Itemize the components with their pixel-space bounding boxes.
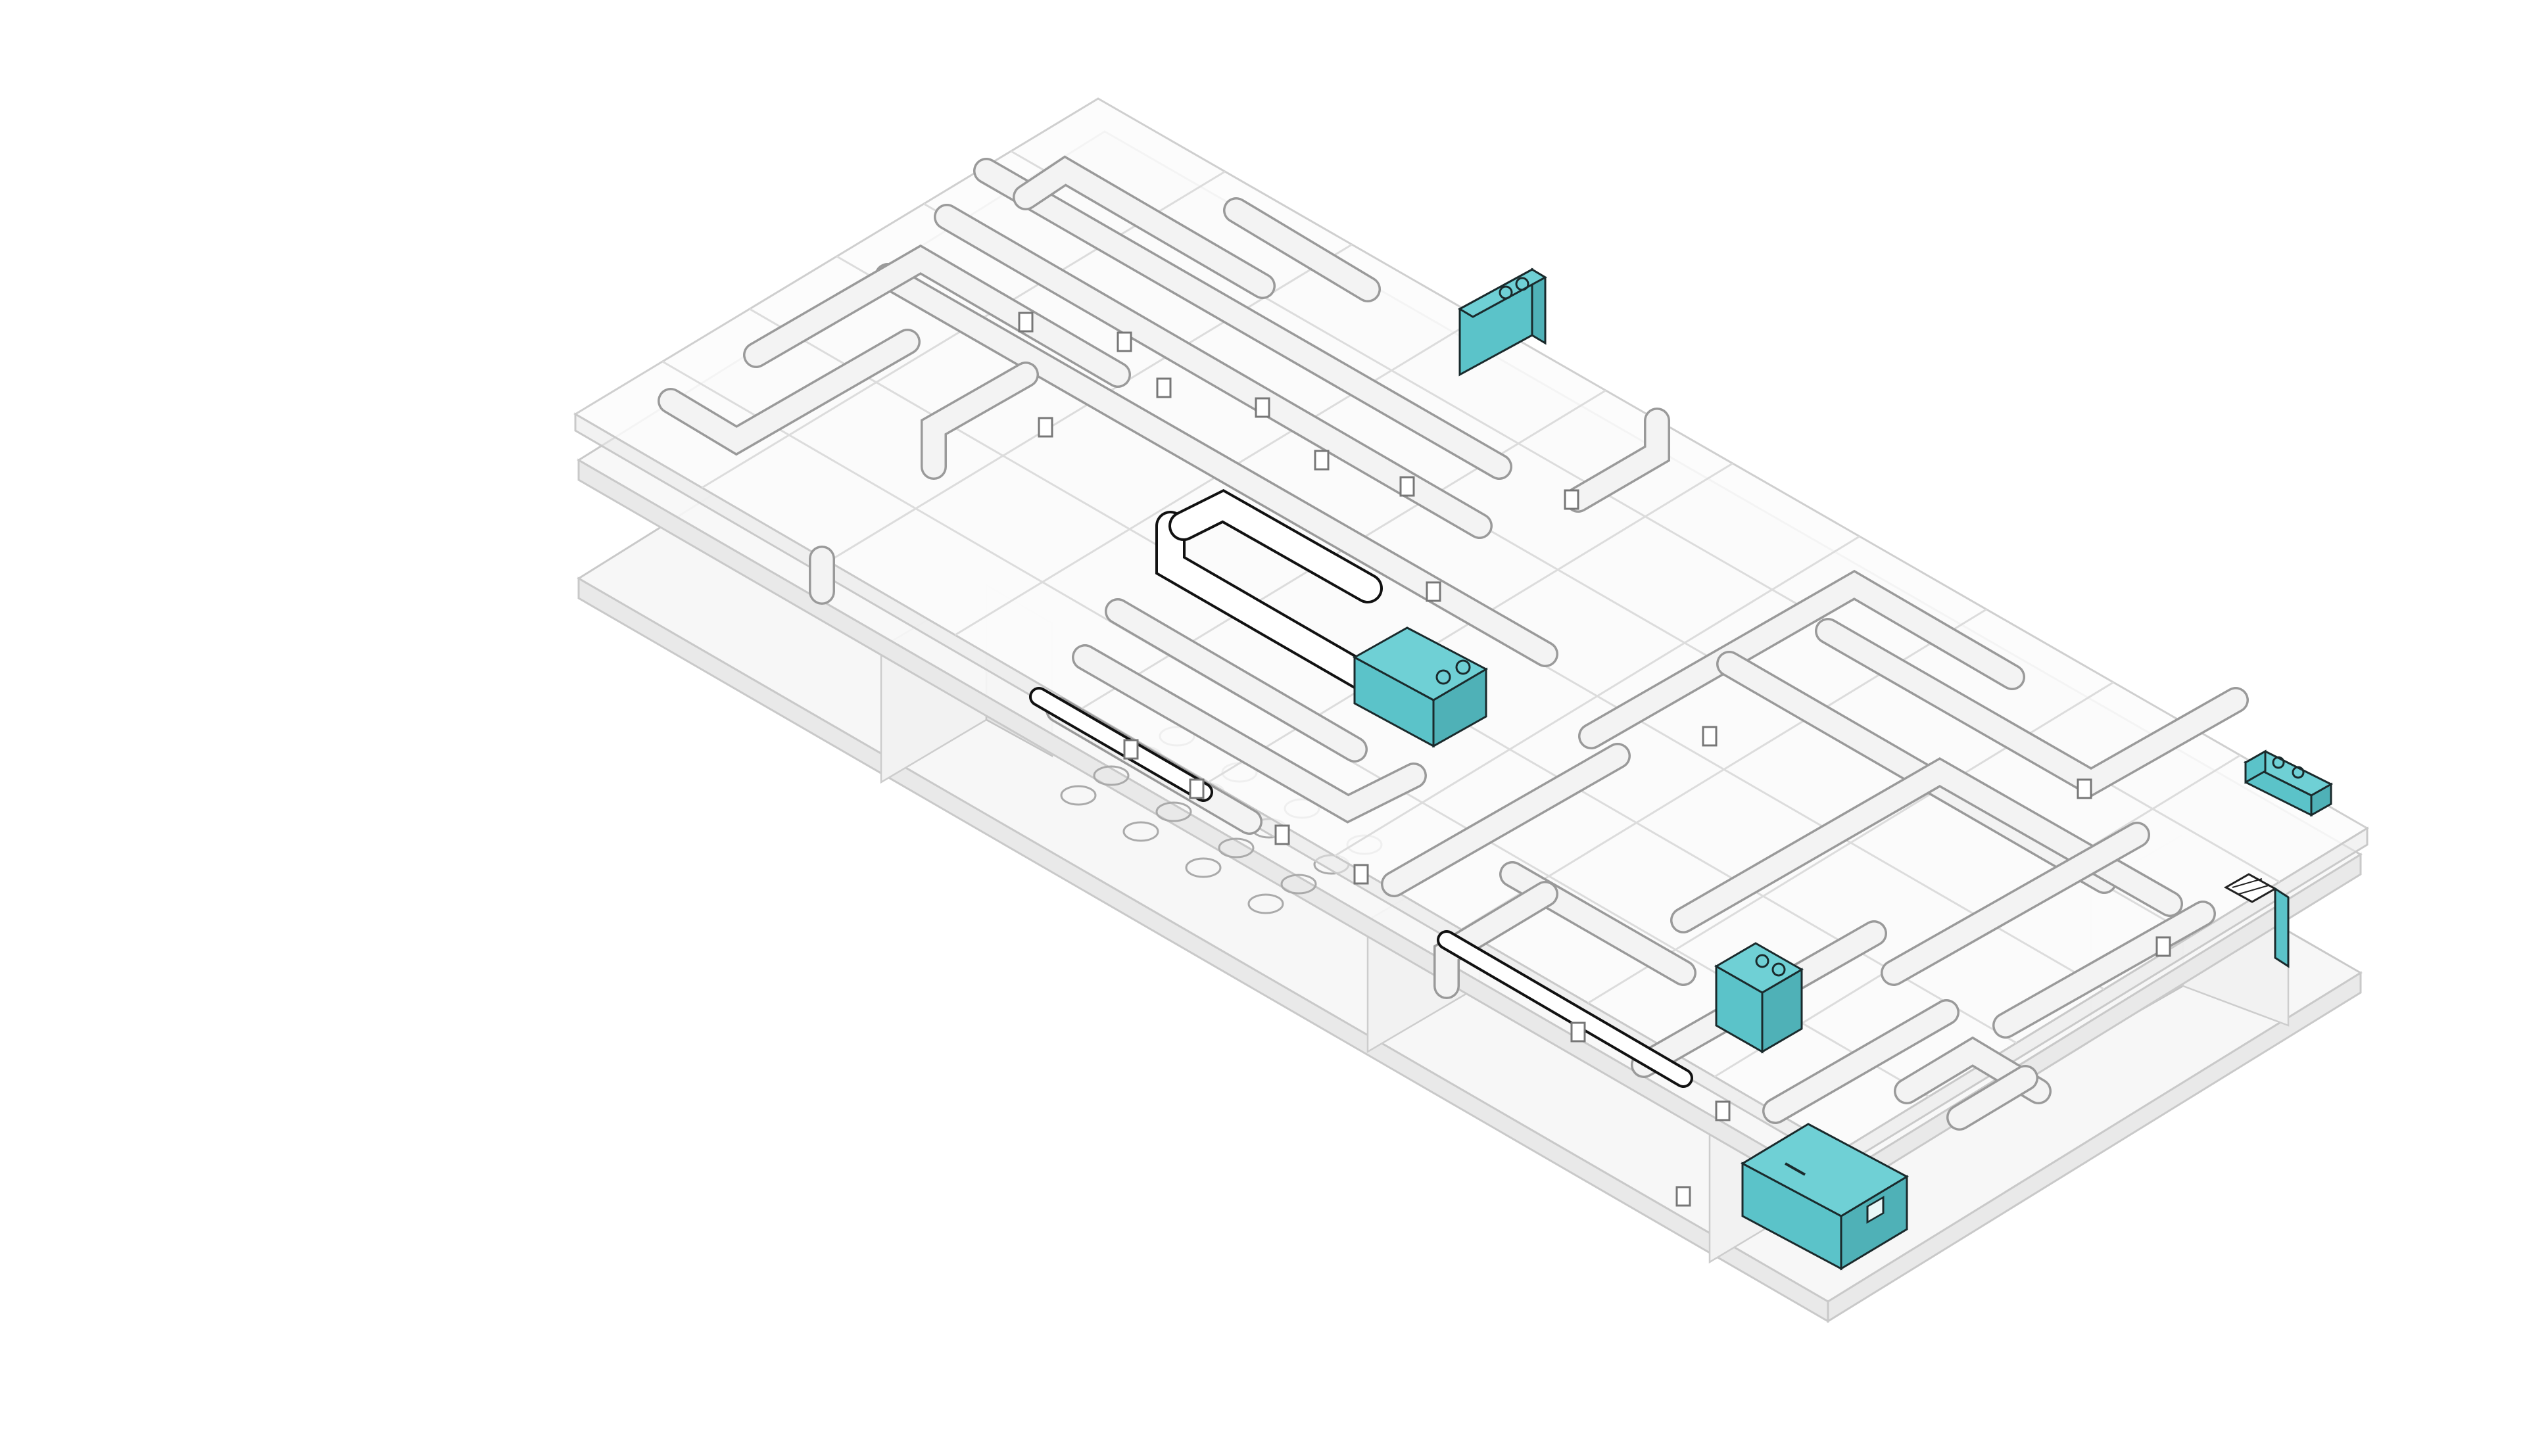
dining-table	[1280, 874, 1317, 895]
duct-hanger	[1038, 417, 1053, 438]
dining-table	[1093, 765, 1130, 786]
fan-pair-icon	[2272, 756, 2305, 779]
dining-table	[1122, 821, 1159, 842]
duct-run-fill	[1107, 600, 1366, 761]
air-handling-unit-center	[1352, 626, 1489, 748]
duct-run-fill	[1948, 1067, 2036, 1129]
fan-pair-icon	[1499, 277, 1529, 300]
dining-table	[1185, 857, 1222, 878]
duct-hanger	[1274, 824, 1290, 845]
duct-hanger	[2077, 778, 2092, 799]
duct-run-fill	[1435, 883, 1556, 997]
duct-supports	[1018, 312, 2171, 1207]
duct-run-fill	[1883, 824, 2148, 984]
duct-run-fill	[1994, 903, 2214, 1037]
duct-hanger	[1156, 377, 1172, 398]
dining-table	[1155, 801, 1192, 822]
duct-run-fill	[660, 331, 919, 454]
duct-hanger	[1570, 1022, 1586, 1043]
ground-level-unit	[1740, 1123, 1910, 1271]
duct-run-fill	[1764, 1001, 1958, 1122]
duct-hanger	[1426, 581, 1441, 602]
duct-run-fill	[1015, 158, 1274, 297]
duct-hanger	[1715, 1100, 1731, 1121]
fan-pair-icon	[1755, 954, 1786, 977]
air-handling-unit-lower	[1714, 942, 1804, 1054]
duct-hanger	[1675, 1186, 1691, 1207]
duct-hanger	[1399, 476, 1415, 497]
duct-run-fill	[975, 160, 1510, 478]
duct-hanger	[1018, 312, 1034, 333]
dining-table	[1060, 785, 1097, 806]
dining-table	[1218, 837, 1255, 858]
duct-run-fill	[1383, 745, 1629, 895]
grille-icon	[1785, 1162, 1806, 1176]
duct-run-fill	[745, 247, 1129, 386]
main-trunk-duct	[1029, 488, 1693, 1088]
duct-hanger	[1702, 726, 1718, 747]
duct-run-fill	[1567, 410, 1668, 511]
rooftop-unit-rear	[1457, 268, 1548, 377]
duct-hanger	[1189, 778, 1205, 799]
duct-hanger	[1564, 489, 1579, 510]
duct-run-fill	[1074, 646, 1425, 821]
duct-hanger	[1353, 864, 1369, 885]
duct-run-fill	[923, 364, 1037, 478]
rooftop-unit-right	[2243, 749, 2334, 817]
duct-hanger	[1255, 397, 1270, 418]
fan-pair-icon	[1435, 659, 1471, 685]
duct-hanger	[2155, 936, 2171, 957]
duct-hanger	[1123, 739, 1139, 760]
duct-run-fill	[936, 206, 1491, 537]
duct-run-fill	[1580, 572, 2023, 747]
roof-exhaust-grille	[2223, 873, 2290, 968]
dining-table	[1247, 893, 1284, 914]
duct-hanger	[1314, 450, 1330, 471]
duct-hanger	[1117, 331, 1132, 352]
duct-run-fill	[1225, 199, 1379, 300]
